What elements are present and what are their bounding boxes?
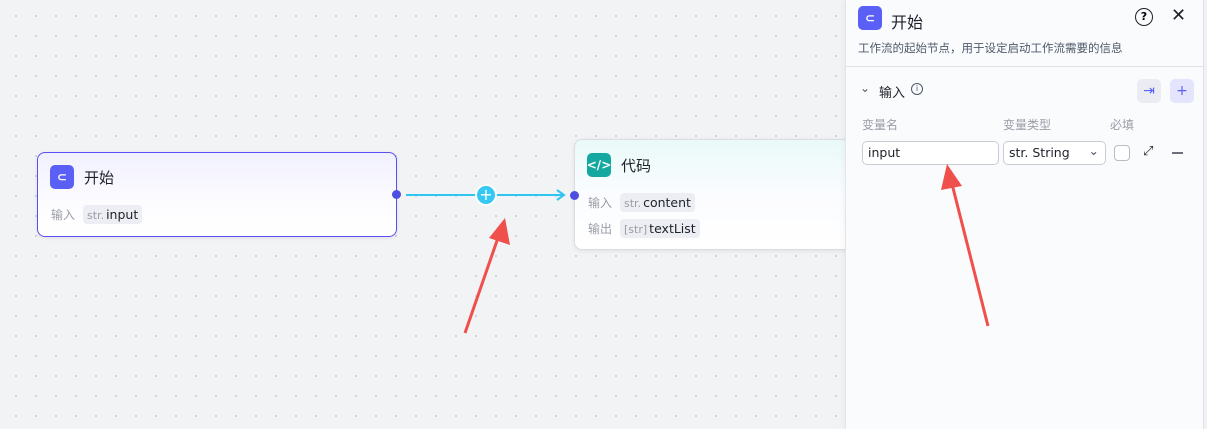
edge-arrowhead bbox=[556, 189, 566, 201]
start-icon: ⊂ bbox=[50, 165, 74, 189]
output-variable-tag: [str]textList bbox=[620, 219, 700, 238]
start-node[interactable]: ⊂ 开始 输入 str.input bbox=[37, 152, 397, 237]
input-label: 输入 bbox=[588, 196, 613, 210]
variable-name-input[interactable]: input bbox=[862, 141, 999, 165]
node-title: 开始 bbox=[84, 168, 115, 187]
input-label: 输入 bbox=[51, 208, 76, 222]
divider bbox=[846, 66, 1203, 67]
input-variable-tag: str.input bbox=[83, 205, 143, 224]
panel-description: 工作流的起始节点，用于设定启动工作流需要的信息 bbox=[858, 41, 1123, 55]
panel-title: 开始 bbox=[891, 13, 924, 32]
required-checkbox[interactable] bbox=[1114, 145, 1130, 161]
column-header-type: 变量类型 bbox=[1003, 118, 1052, 132]
section-title: 输入 bbox=[879, 86, 906, 101]
input-variable-tag: str.content bbox=[620, 193, 695, 212]
code-input-port[interactable] bbox=[570, 191, 579, 200]
output-label: 输出 bbox=[588, 222, 613, 236]
node-title: 代码 bbox=[621, 156, 652, 175]
start-icon: ⊂ bbox=[858, 6, 882, 30]
info-icon[interactable]: i bbox=[911, 83, 923, 95]
collapse-chevron-icon[interactable]: ⌄ bbox=[860, 81, 871, 95]
add-node-button[interactable]: + bbox=[475, 184, 497, 206]
variable-type-select[interactable]: str. String⌄ bbox=[1003, 141, 1106, 165]
code-node[interactable]: </> 代码 输入 str.content 输出 [str]textList bbox=[574, 139, 864, 250]
import-variable-button[interactable]: ⇥ bbox=[1137, 79, 1161, 103]
chevron-down-icon: ⌄ bbox=[1088, 143, 1099, 158]
add-variable-button[interactable]: + bbox=[1170, 79, 1194, 103]
expand-icon[interactable]: ⤢ bbox=[1143, 144, 1154, 159]
node-config-panel: ⊂ 开始 ? ✕ 工作流的起始节点，用于设定启动工作流需要的信息 ⌄ 输入 i … bbox=[845, 0, 1203, 429]
close-icon[interactable]: ✕ bbox=[1171, 5, 1187, 26]
column-header-required: 必填 bbox=[1110, 118, 1135, 132]
background-panel-edge bbox=[1203, 0, 1207, 429]
help-icon[interactable]: ? bbox=[1135, 8, 1153, 26]
column-header-name: 变量名 bbox=[862, 118, 899, 132]
remove-variable-button[interactable] bbox=[1172, 152, 1183, 154]
code-icon: </> bbox=[587, 153, 611, 177]
start-output-port[interactable] bbox=[392, 190, 401, 199]
